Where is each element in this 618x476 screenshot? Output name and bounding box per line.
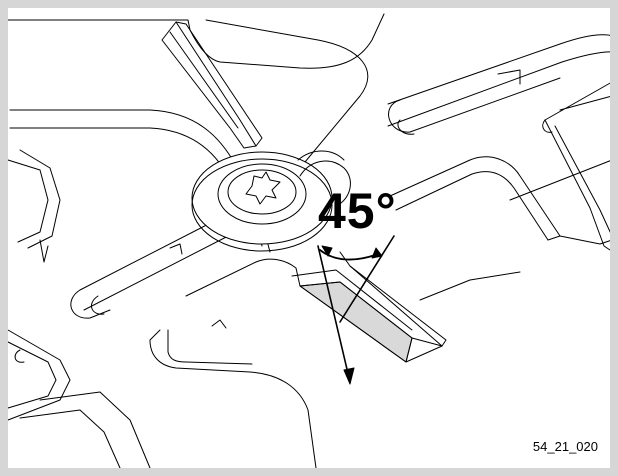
- arrow-left: [321, 245, 333, 257]
- torx-recess: [245, 171, 281, 205]
- upper-plate-inner: [9, 109, 237, 167]
- figure-id: 54_21_020: [532, 439, 598, 454]
- right-tooth: [544, 81, 613, 251]
- bottom-arm: [149, 329, 317, 469]
- center-right-arm: [389, 156, 613, 241]
- washer-outer: [191, 151, 333, 245]
- angle-label: 45°: [318, 183, 397, 239]
- arrow-right: [371, 247, 383, 259]
- washer-inner: [217, 163, 307, 225]
- arrow-down: [343, 367, 355, 385]
- lower-right-edge: [419, 235, 613, 301]
- lower-tooth: [185, 258, 443, 363]
- lower-left-arm: [7, 329, 71, 421]
- upper-right-arm: [205, 19, 613, 169]
- left-arm: [7, 149, 61, 249]
